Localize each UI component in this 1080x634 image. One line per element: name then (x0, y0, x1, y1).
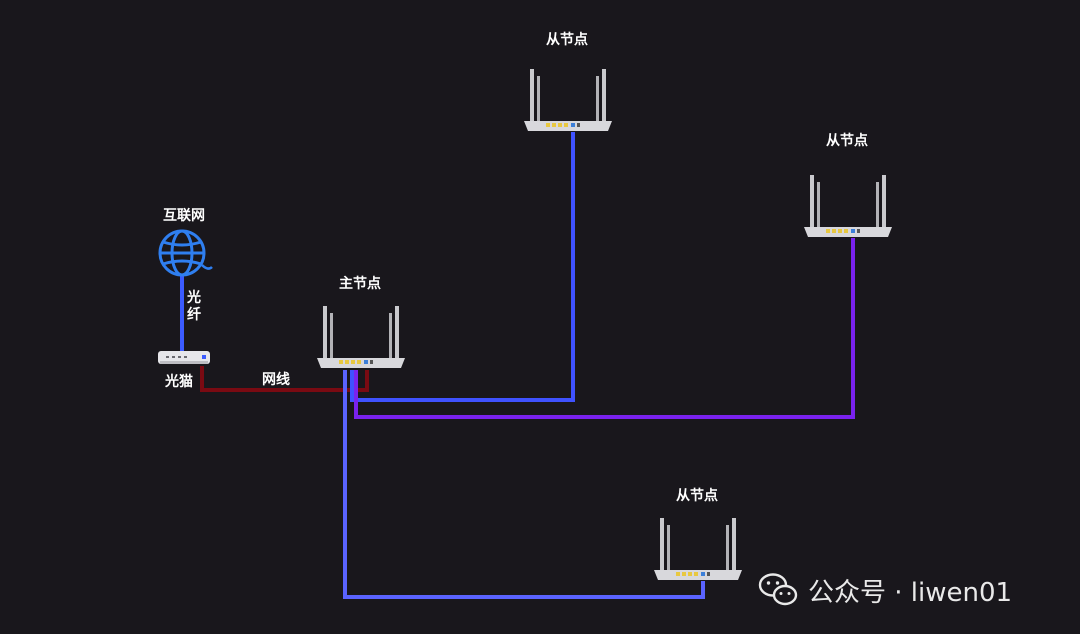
globe-icon (158, 229, 213, 277)
link-main-to-right-node (354, 238, 855, 419)
main-node-label: 主节点 (339, 276, 381, 292)
ethernet-cable-line (200, 366, 369, 392)
internet-label: 互联网 (163, 208, 205, 224)
sub-node-right-label: 从节点 (826, 133, 868, 149)
modem-label: 光猫 (165, 374, 193, 390)
fiber-label-char-1: 光 (187, 290, 201, 306)
watermark: 公众号 · liwen01 (758, 570, 1012, 610)
link-main-to-bottom-node (343, 370, 705, 599)
sub-node-bottom-router-icon (654, 518, 742, 580)
link-main-to-top-node (350, 132, 575, 402)
sub-node-right-router-icon (804, 175, 892, 237)
main-node-router-icon (317, 306, 405, 368)
modem-icon (158, 351, 210, 364)
watermark-text: 公众号 · liwen01 (808, 577, 1013, 608)
sub-node-bottom-label: 从节点 (676, 488, 718, 504)
cable-label: 网线 (262, 372, 290, 388)
sub-node-top-label: 从节点 (546, 32, 588, 48)
fiber-label-char-2: 纤 (187, 307, 201, 323)
wechat-icon (758, 573, 798, 606)
sub-node-top-router-icon (524, 69, 612, 131)
